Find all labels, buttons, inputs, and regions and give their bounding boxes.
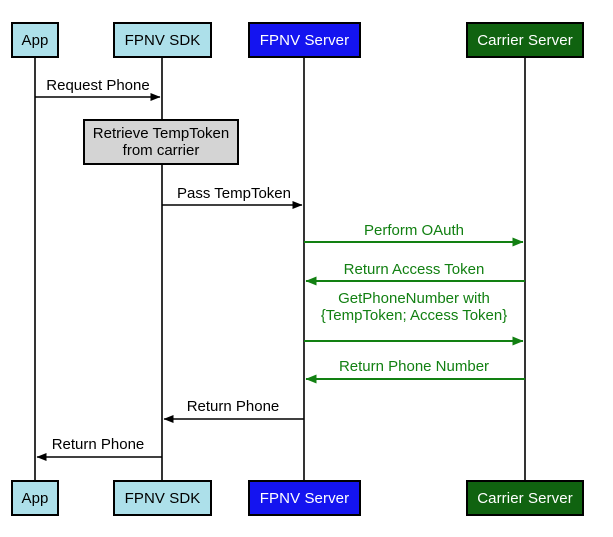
- participant-label-carrier-server: Carrier Server: [477, 31, 573, 49]
- message-line-return-phone-sdk: Return Phone: [51, 436, 145, 453]
- note-line-1: Retrieve TempToken: [92, 125, 230, 142]
- note-retrieve-temptoken: Retrieve TempToken from carrier: [83, 119, 239, 165]
- participant-label-fpnv-sdk: FPNV SDK: [124, 31, 201, 49]
- participant-header-fpnv-server[interactable]: FPNV Server: [248, 22, 361, 58]
- participant-footer-app[interactable]: App: [11, 480, 59, 516]
- message-line-perform-oauth: Perform OAuth: [363, 222, 465, 239]
- participant-footer-label-fpnv-server: FPNV Server: [259, 489, 350, 507]
- participant-footer-fpnv-sdk[interactable]: FPNV SDK: [113, 480, 212, 516]
- message-line-get-phone-number-2: {TempToken; Access Token}: [320, 307, 508, 324]
- participant-footer-carrier-server[interactable]: Carrier Server: [466, 480, 584, 516]
- message-label-return-access-token: Return Access Token: [344, 261, 485, 278]
- message-label-request-phone: Request Phone: [46, 77, 149, 94]
- participant-footer-label-carrier-server: Carrier Server: [477, 489, 573, 507]
- message-label-perform-oauth: Perform OAuth: [364, 222, 464, 239]
- message-line-pass-temptoken: Pass TempToken: [177, 185, 291, 202]
- participant-header-app[interactable]: App: [11, 22, 59, 58]
- message-label-return-phone-number: Return Phone Number: [339, 358, 489, 375]
- message-line-request-phone: Request Phone: [46, 77, 150, 94]
- message-label-pass-temptoken: Pass TempToken: [177, 185, 291, 202]
- participant-footer-label-app: App: [21, 489, 49, 507]
- message-line-return-phone-server: Return Phone: [186, 398, 280, 415]
- participant-header-carrier-server[interactable]: Carrier Server: [466, 22, 584, 58]
- participant-label-app: App: [21, 31, 49, 49]
- participant-header-fpnv-sdk[interactable]: FPNV SDK: [113, 22, 212, 58]
- message-line-return-access-token: Return Access Token: [343, 261, 485, 278]
- message-line-get-phone-number-1: GetPhoneNumber with: [338, 290, 490, 307]
- message-label-return-phone-server: Return Phone: [187, 398, 280, 415]
- note-line-2: from carrier: [122, 142, 200, 159]
- participant-label-fpnv-server: FPNV Server: [259, 31, 350, 49]
- message-line-return-phone-number: Return Phone Number: [338, 358, 490, 375]
- participant-footer-label-fpnv-sdk: FPNV SDK: [124, 489, 201, 507]
- message-label-get-phone-number: GetPhoneNumber with {TempToken; Access T…: [321, 290, 508, 324]
- participant-footer-fpnv-server[interactable]: FPNV Server: [248, 480, 361, 516]
- message-label-return-phone-sdk: Return Phone: [52, 436, 145, 453]
